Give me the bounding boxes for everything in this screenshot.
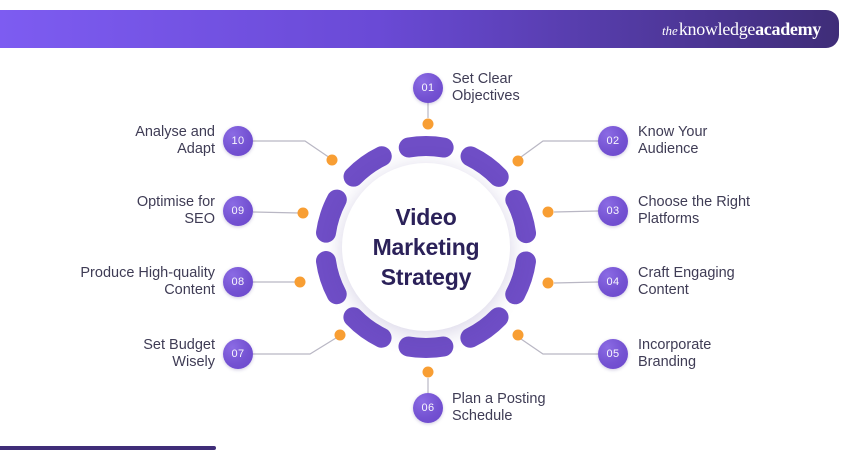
connector-dot [422,366,434,378]
step-04-badge: 04 [598,267,628,297]
step-02-label: Know Your Audience [638,124,838,158]
step-label-line: Wisely [172,354,215,370]
connector-dot [512,155,524,167]
connector-dot [294,276,306,288]
step-06-badge: 06 [413,393,443,423]
step-label-line: Audience [638,141,699,157]
diagram-title: Video Marketing Strategy [373,202,480,292]
step-label-line: SEO [184,211,215,227]
step-label-line: Produce High-quality [80,265,215,281]
step-number: 08 [231,276,245,288]
step-number: 05 [606,348,620,360]
center-circle: Video Marketing Strategy [342,163,510,331]
step-04-label: Craft Engaging Content [638,265,838,299]
step-01-label: Set Clear Objectives [452,71,652,105]
step-label-line: Know Your [638,124,708,140]
connector-line [253,337,337,355]
step-number: 03 [606,205,620,217]
step-08-label: Produce High-quality Content [15,265,215,299]
step-01-badge: 01 [413,73,443,103]
title-line: Strategy [380,264,472,290]
step-10-badge: 10 [223,126,253,156]
footer-bar [0,446,216,450]
connector-line [553,210,599,213]
step-05-label: Incorporate Branding [638,337,838,371]
connector-line [253,140,331,159]
step-label-line: Analyse and [135,124,215,140]
step-08-badge: 08 [223,267,253,297]
step-number: 10 [231,135,245,147]
header-bar: theknowledgeacademy [0,10,839,48]
brand-logo: theknowledgeacademy [662,19,821,40]
step-05-badge: 05 [598,339,628,369]
step-label-line: Choose the Right [638,194,751,210]
connector-line [553,281,599,284]
step-label-line: Objectives [452,88,520,104]
connector-dot [326,154,338,166]
step-label-line: Set Clear [452,71,513,87]
step-label-line: Optimise for [136,194,215,210]
connector-dot [297,207,309,219]
connector-line [252,211,300,214]
step-02-badge: 02 [598,126,628,156]
step-number: 02 [606,135,620,147]
step-03-label: Choose the Right Platforms [638,194,838,228]
logo-knowledge: knowledge [678,18,756,39]
step-label-line: Content [638,282,689,298]
dashed-ring [315,136,537,358]
connector-line [520,338,598,355]
title-line: Marketing [372,234,480,260]
step-label-line: Platforms [638,211,700,227]
step-label-line: Content [164,282,215,298]
step-09-label: Optimise for SEO [15,194,215,228]
step-number: 06 [421,402,435,414]
step-number: 07 [231,348,245,360]
connector-dot [512,329,524,341]
step-label-line: Branding [638,354,697,370]
step-07-label: Set Budget Wisely [15,337,215,371]
step-number: 09 [231,205,245,217]
logo-academy: academy [755,18,821,39]
step-number: 01 [421,82,435,94]
connector-line [520,140,598,158]
step-10-label: Analyse and Adapt [15,124,215,158]
title-line: Video [395,204,457,230]
step-label-line: Incorporate [638,337,712,353]
step-03-badge: 03 [598,196,628,226]
step-07-badge: 07 [223,339,253,369]
logo-the: the [661,22,678,38]
step-number: 04 [606,276,620,288]
step-label-line: Adapt [177,141,215,157]
step-label-line: Plan a Posting [452,391,546,407]
step-09-badge: 09 [223,196,253,226]
connector-dot [542,277,554,289]
step-06-label: Plan a Posting Schedule [452,391,652,425]
connector-dot [334,329,346,341]
step-label-line: Schedule [452,408,513,424]
connector-dot [422,118,434,130]
connector-dot [542,206,554,218]
step-label-line: Set Budget [143,337,215,353]
step-label-line: Craft Engaging [638,265,735,281]
